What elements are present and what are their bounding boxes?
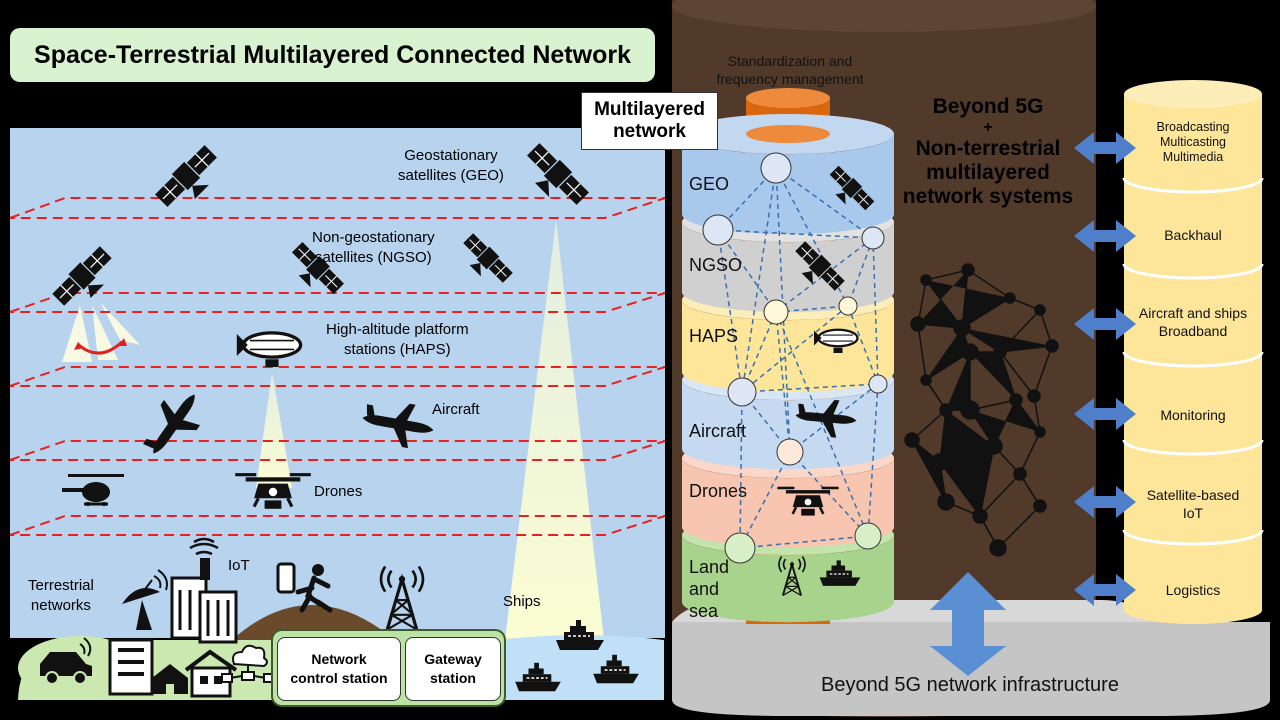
service-stack — [1122, 80, 1264, 624]
page-title: Space-Terrestrial Multilayered Connected… — [10, 28, 655, 82]
house-icon — [152, 649, 238, 698]
person-phone-icon — [276, 562, 333, 613]
infrastructure-label: Beyond 5G network infrastructure — [821, 674, 1119, 696]
network-nodes — [702, 152, 888, 564]
service-logistics: Logistics — [1165, 582, 1221, 598]
service-backhaul: Backhaul — [1164, 227, 1222, 243]
aircraft-label: Aircraft — [432, 401, 480, 418]
ships-label: Ships — [503, 593, 541, 610]
standardization-label: Standardization and frequency management — [716, 53, 864, 87]
layer-geo-label: GEO — [689, 174, 730, 194]
drones-label: Drones — [314, 483, 363, 500]
layer-drones-label: Drones — [689, 481, 748, 501]
layer-planes — [9, 197, 666, 536]
network-mesh-icon — [904, 263, 1059, 557]
satellite-dish-icon — [122, 569, 168, 630]
layer-ngso-label: NGSO — [689, 255, 743, 275]
network-links — [717, 167, 879, 549]
building-icon — [108, 537, 238, 696]
coverage-arc — [79, 340, 124, 355]
layer-haps-label: HAPS — [689, 326, 739, 346]
helicopter-icon — [62, 474, 124, 506]
infrastructure-arrow — [930, 572, 1006, 676]
multilayered-network-label: Multilayered network — [581, 92, 718, 150]
beyond5g-heading: Beyond 5G + Non-terrestrial multilayered… — [902, 95, 1074, 208]
cloud-iot-icon — [221, 644, 275, 683]
geo-beam — [505, 220, 604, 640]
service-arrows — [1074, 132, 1136, 606]
iot-label: IoT — [228, 557, 250, 574]
layer-aircraft-label: Aircraft — [689, 421, 747, 441]
car-icon — [40, 637, 92, 685]
layer-land-sea-label: Land and sea — [689, 557, 730, 621]
service-monitoring: Monitoring — [1160, 407, 1226, 423]
